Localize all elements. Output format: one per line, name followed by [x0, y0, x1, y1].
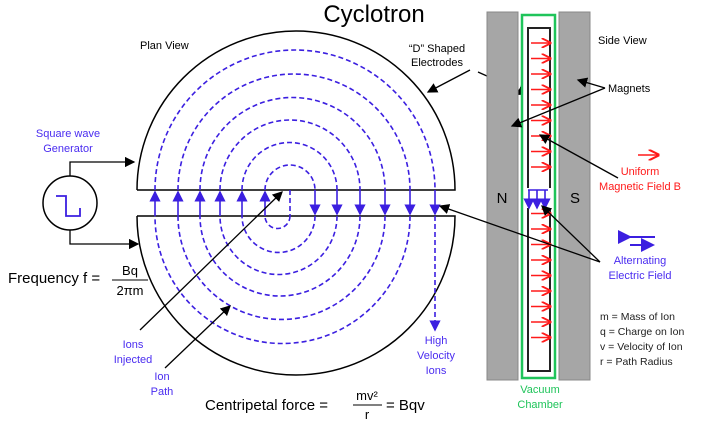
square-wave-generator-icon [42, 175, 98, 231]
north-magnet [486, 11, 519, 381]
variable-legend: m = Mass of Ion q = Charge on Ion v = Ve… [600, 311, 685, 368]
ion-path-arc [199, 215, 361, 297]
svg-text:v = Velocity of Ion: v = Velocity of Ion [600, 341, 683, 353]
diagram-title: Cyclotron [323, 1, 424, 28]
svg-text:r: r [365, 407, 370, 422]
south-magnet [558, 11, 591, 381]
svg-text:Generator: Generator [43, 143, 93, 155]
ion-spiral-path [154, 49, 436, 345]
upper-d-electrode [136, 30, 456, 191]
svg-text:Magnets: Magnets [608, 83, 651, 95]
svg-text:Frequency f =: Frequency f = [8, 270, 100, 287]
ion-path-arc [241, 215, 316, 254]
ion-path-arc [219, 215, 338, 276]
svg-text:Bq: Bq [122, 263, 138, 278]
ion-path-arc [264, 215, 291, 230]
ion-path-arc [264, 164, 316, 191]
svg-text:Electrodes: Electrodes [411, 57, 463, 69]
ion-path-arc [199, 96, 386, 191]
ion-path-arc [241, 141, 338, 191]
svg-text:S: S [570, 190, 580, 207]
svg-text:= Bqv: = Bqv [386, 397, 425, 414]
svg-text:r = Path Radius: r = Path Radius [600, 356, 673, 368]
ion-path-arc [177, 73, 411, 191]
ion-path-arc [177, 215, 386, 321]
lower-d-electrode [136, 215, 456, 376]
ion-path-arc [154, 215, 411, 345]
magnetic-field-arrows [531, 43, 550, 338]
svg-text:Side View: Side View [598, 35, 647, 47]
svg-text:mv²: mv² [356, 388, 378, 403]
svg-text:N: N [497, 190, 508, 207]
svg-text:m = Mass of Ion: m = Mass of Ion [600, 311, 675, 323]
svg-text:2πm: 2πm [116, 283, 143, 298]
gap-field-arrows [149, 190, 441, 332]
svg-text:Centripetal force =: Centripetal force = [205, 397, 328, 414]
svg-text:“D” Shaped: “D” Shaped [409, 43, 465, 55]
svg-text:q = Charge on Ion: q = Charge on Ion [600, 326, 685, 338]
plan-view-label: Plan View [140, 40, 189, 52]
electric-field-arrows [523, 189, 551, 210]
alternating-field-icon [618, 230, 655, 252]
ion-path-arc [219, 119, 361, 191]
ion-path-arc [154, 49, 436, 191]
svg-text:Square wave: Square wave [36, 128, 100, 140]
